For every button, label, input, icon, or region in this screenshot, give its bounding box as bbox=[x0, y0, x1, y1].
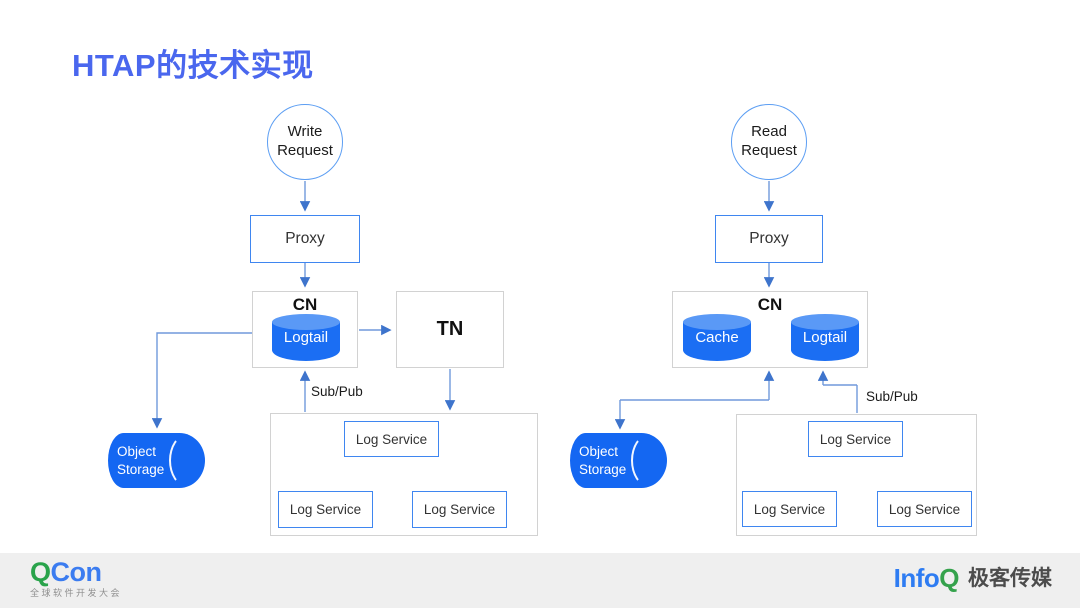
log-service-label: Log Service bbox=[819, 431, 892, 447]
log-service-box: Log Service bbox=[742, 491, 837, 527]
cylinder-top-ellipse bbox=[683, 314, 751, 330]
tn-label: TN bbox=[436, 318, 464, 340]
infoq-info: Info bbox=[893, 563, 940, 593]
logtail-label: Logtail bbox=[802, 329, 848, 346]
log-service-label: Log Service bbox=[753, 501, 826, 517]
subpub-label-right: Sub/Pub bbox=[866, 389, 918, 404]
log-service-label: Log Service bbox=[423, 502, 496, 517]
object-storage-label: Object Storage bbox=[117, 443, 165, 477]
tn-box: TN bbox=[396, 291, 504, 368]
log-service-label: Log Service bbox=[355, 431, 428, 447]
log-service-box: Log Service bbox=[344, 421, 439, 457]
log-service-box: Log Service bbox=[278, 491, 373, 528]
log-service-box: Log Service bbox=[412, 491, 507, 528]
infoq-media-label: 极客传媒 bbox=[968, 567, 1052, 590]
qcon-subtitle: 全球软件开发大会 bbox=[30, 588, 123, 598]
proxy-box-left: Proxy bbox=[250, 215, 360, 263]
object-storage-cylinder-right: Object Storage bbox=[570, 433, 667, 488]
cylinder-end-cap bbox=[631, 434, 667, 487]
subpub-label-left: Sub/Pub bbox=[311, 384, 363, 399]
read-request-label: Read Request bbox=[741, 123, 797, 159]
logtail-label: Logtail bbox=[283, 329, 329, 346]
cn-label: CN bbox=[292, 295, 318, 314]
write-request-circle: Write Request bbox=[267, 104, 343, 180]
object-storage-cylinder-left: Object Storage bbox=[108, 433, 205, 488]
page-title: HTAP的技术实现 bbox=[72, 48, 314, 83]
cache-cylinder: Cache bbox=[683, 314, 751, 361]
cache-label: Cache bbox=[695, 329, 739, 346]
log-service-box: Log Service bbox=[877, 491, 972, 527]
infoq-logo: InfoQ 极客传媒 bbox=[894, 565, 1052, 591]
infoq-q: Q bbox=[939, 563, 959, 593]
cylinder-top-ellipse bbox=[272, 314, 340, 330]
log-service-box: Log Service bbox=[808, 421, 903, 457]
qcon-wordmark: QCon bbox=[30, 559, 122, 586]
logtail-cylinder: Logtail bbox=[272, 314, 340, 361]
proxy-box-right: Proxy bbox=[715, 215, 823, 263]
cn-label: CN bbox=[757, 295, 783, 314]
cylinder-top-ellipse bbox=[791, 314, 859, 330]
qcon-q: Q bbox=[30, 557, 51, 587]
object-storage-label: Object Storage bbox=[579, 443, 627, 477]
log-service-label: Log Service bbox=[289, 502, 362, 517]
proxy-label: Proxy bbox=[285, 230, 325, 247]
write-request-label: Write Request bbox=[277, 123, 333, 159]
qcon-con: Con bbox=[50, 557, 102, 587]
read-request-circle: Read Request bbox=[731, 104, 807, 180]
qcon-logo: QCon 全球软件开发大会 bbox=[30, 559, 122, 598]
cn-box-right: CN Cache Logtail bbox=[672, 291, 868, 368]
logtail-cylinder: Logtail bbox=[791, 314, 859, 361]
cylinder-end-cap bbox=[169, 434, 205, 487]
proxy-label: Proxy bbox=[749, 230, 789, 247]
log-service-label: Log Service bbox=[888, 501, 961, 517]
cn-box-left: CN Logtail bbox=[252, 291, 358, 368]
